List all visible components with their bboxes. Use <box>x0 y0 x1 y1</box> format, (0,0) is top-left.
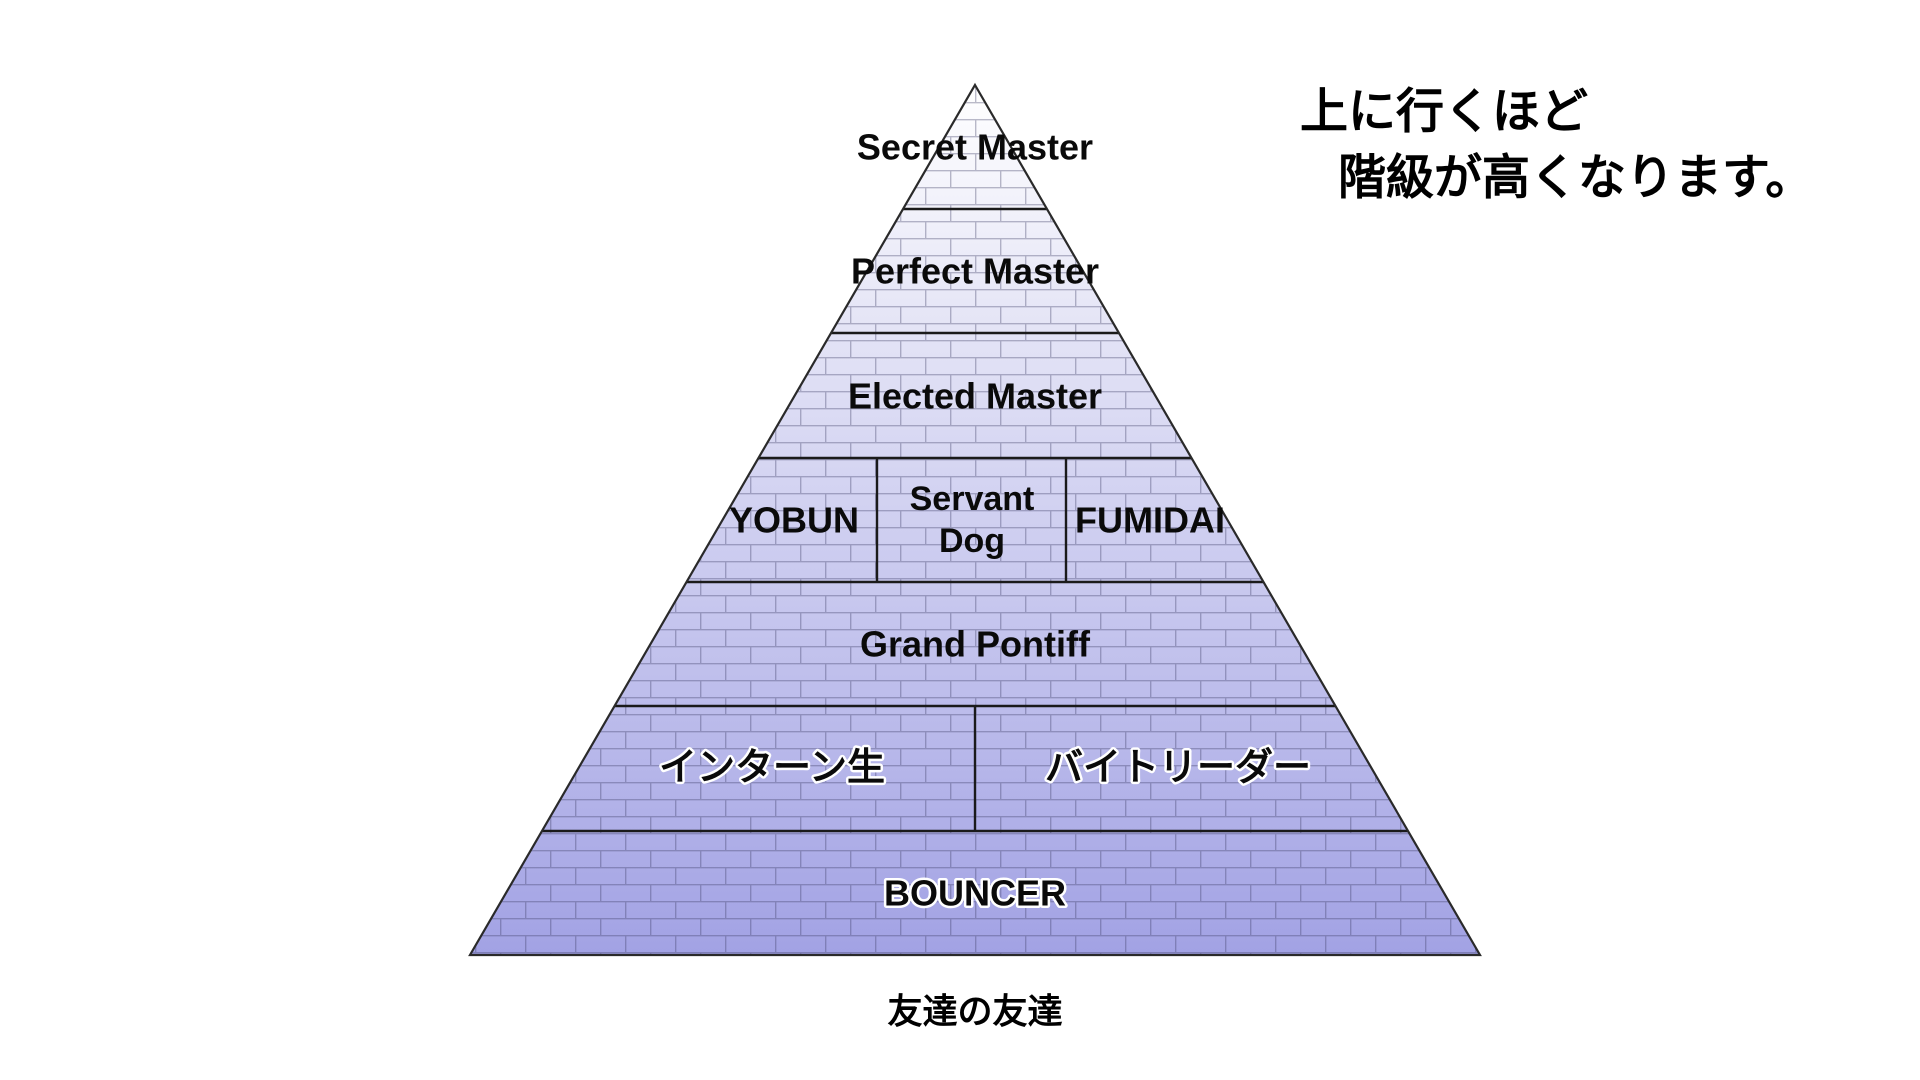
tier-label-intern: インターン生 <box>659 747 885 789</box>
tier-label-servant-dog-line1: Servant <box>910 480 1035 518</box>
tier-label-fumidai: FUMIDAI <box>1075 500 1225 541</box>
tier-label-grand-pontiff: Grand Pontiff <box>860 624 1091 665</box>
pyramid-outline <box>468 82 1482 957</box>
annotation-line1: 上に行くほど <box>1300 86 1588 139</box>
annotation: 上に行くほど 階級が高くなります。 <box>1300 86 1813 205</box>
tier-label-secret-master: Secret Master <box>857 127 1093 168</box>
base-caption: 友達の友達 <box>887 993 1062 1032</box>
tier-label-bouncer: BOUNCER <box>884 873 1066 914</box>
tier-divider-lines <box>542 207 1408 833</box>
tier-label-part-time-leader: バイトリーダー <box>1045 747 1311 789</box>
tier-label-perfect-master: Perfect Master <box>851 251 1099 292</box>
tier-label-servant-dog-line2: Dog <box>939 522 1005 560</box>
tier-label-yobun: YOBUN <box>729 500 859 541</box>
pyramid-brick-texture <box>470 85 1480 955</box>
pyramid: Secret Master Perfect Master Elected Mas… <box>468 82 1482 957</box>
tier-label-elected-master: Elected Master <box>848 376 1102 417</box>
annotation-line2: 階級が高くなります。 <box>1338 152 1813 205</box>
